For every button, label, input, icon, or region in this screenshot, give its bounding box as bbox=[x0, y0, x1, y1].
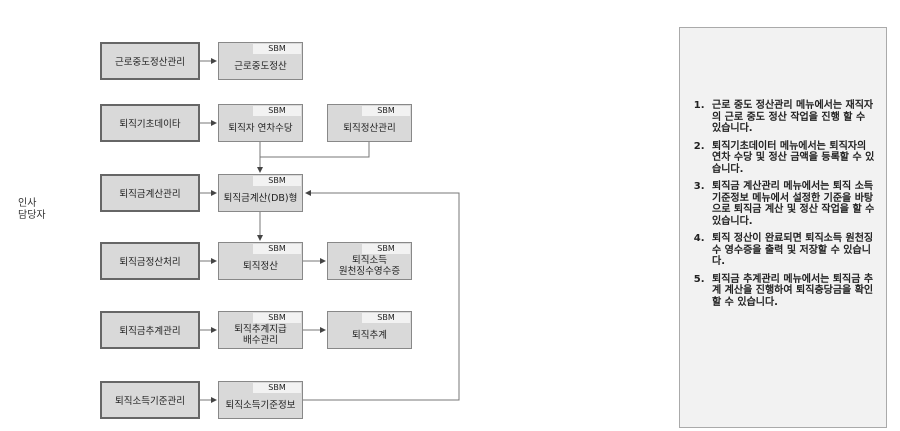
sbm-tag: SBM bbox=[362, 244, 410, 254]
menu-box[interactable]: 근로중도정산관리 bbox=[100, 42, 200, 80]
sbm-tag: SBM bbox=[362, 313, 410, 323]
screen-label: 퇴직자 연차수당 bbox=[228, 122, 293, 134]
screen-box[interactable]: SBM 퇴직자 연차수당 bbox=[218, 104, 303, 142]
screen-label: 퇴직정산관리 bbox=[343, 122, 396, 134]
note-item: 퇴직금 계산관리 메뉴에서는 퇴직 소득 기준정보 메뉴에서 설정한 기준을 바… bbox=[708, 181, 876, 227]
note-item: 퇴직기초데이터 메뉴에서는 퇴직자의 연차 수당 및 정산 금액을 등록할 수 … bbox=[708, 141, 876, 176]
actor-line1: 인사 bbox=[18, 198, 37, 209]
screen-label: 퇴직소득 원천징수영수증 bbox=[338, 255, 401, 277]
actor-line2: 담당자 bbox=[18, 210, 46, 221]
screen-box[interactable]: SBM 퇴직금계산(DB)형 bbox=[218, 174, 303, 212]
notes-panel: 근로 중도 정산관리 메뉴에서는 재직자의 근로 중도 정산 작업을 진행 할 … bbox=[679, 27, 887, 428]
menu-box[interactable]: 퇴직기초데이타 bbox=[100, 104, 200, 142]
screen-label: 퇴직추계 bbox=[352, 329, 387, 341]
sbm-tag: SBM bbox=[253, 176, 301, 186]
sbm-tag: SBM bbox=[253, 244, 301, 254]
screen-box[interactable]: SBM 퇴직소득기준정보 bbox=[218, 381, 303, 419]
screen-label: 근로중도정산 bbox=[234, 60, 287, 72]
menu-box[interactable]: 퇴직금계산관리 bbox=[100, 174, 200, 212]
sbm-tag: SBM bbox=[253, 106, 301, 116]
screen-label: 퇴직금계산(DB)형 bbox=[223, 192, 298, 204]
sbm-tag: SBM bbox=[253, 44, 301, 54]
menu-box[interactable]: 퇴직금정산처리 bbox=[100, 242, 200, 280]
note-item: 퇴직금 추계관리 메뉴에서는 퇴직금 추계 계산을 진행하여 퇴직충당금을 확인… bbox=[708, 274, 876, 309]
menu-box[interactable]: 퇴직소득기준관리 bbox=[100, 381, 200, 419]
screen-box[interactable]: SBM 퇴직추계 bbox=[327, 311, 412, 349]
sbm-tag: SBM bbox=[253, 313, 301, 323]
menu-box[interactable]: 퇴직금추계관리 bbox=[100, 311, 200, 349]
sbm-tag: SBM bbox=[362, 106, 410, 116]
screen-box[interactable]: SBM 퇴직정산 bbox=[218, 242, 303, 280]
screen-box[interactable]: SBM 퇴직정산관리 bbox=[327, 104, 412, 142]
sbm-tag: SBM bbox=[253, 383, 301, 393]
screen-label: 퇴직추계지급 배수관리 bbox=[234, 324, 287, 346]
note-item: 퇴직 정산이 완료되면 퇴직소득 원천징수 영수증을 출력 및 저장할 수 있습… bbox=[708, 233, 876, 268]
note-item: 근로 중도 정산관리 메뉴에서는 재직자의 근로 중도 정산 작업을 진행 할 … bbox=[708, 100, 876, 135]
screen-label: 퇴직정산 bbox=[243, 260, 278, 272]
screen-label: 퇴직소득기준정보 bbox=[225, 399, 296, 411]
screen-box[interactable]: SBM 근로중도정산 bbox=[218, 42, 303, 80]
